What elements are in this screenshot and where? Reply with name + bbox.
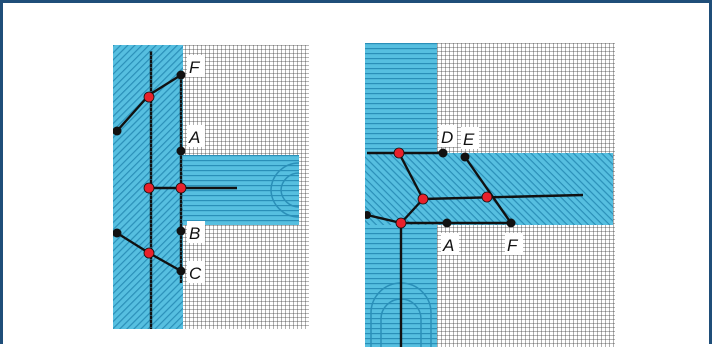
endpoint-f-dot bbox=[176, 70, 186, 80]
junction-middle-right bbox=[175, 182, 187, 194]
junction-middle-left bbox=[143, 182, 155, 194]
region-arm bbox=[183, 155, 299, 225]
label-a: A bbox=[188, 128, 200, 147]
endpoint-e-dot bbox=[460, 152, 470, 162]
junction-top bbox=[393, 147, 405, 159]
region-arm bbox=[365, 153, 613, 225]
endpoint-left-top-dot bbox=[113, 126, 122, 136]
endpoint-f-dot bbox=[506, 218, 516, 228]
junction-lower bbox=[143, 247, 155, 259]
endpoint-a-dot bbox=[442, 218, 452, 228]
label-c: C bbox=[189, 264, 202, 283]
junction-upper bbox=[143, 91, 155, 103]
label-d: D bbox=[441, 128, 453, 147]
label-b: B bbox=[189, 224, 200, 243]
endpoint-d-dot bbox=[438, 148, 448, 158]
left-diagram-canvas: F A B C bbox=[113, 45, 309, 329]
endpoint-b-dot bbox=[176, 226, 186, 236]
junction-middle bbox=[417, 193, 429, 205]
label-a: A bbox=[442, 236, 454, 255]
label-f: F bbox=[189, 58, 201, 77]
region-arcs bbox=[270, 162, 300, 218]
endpoint-c-dot bbox=[176, 266, 186, 276]
label-f: F bbox=[507, 236, 519, 255]
endpoint-left-bottom-dot bbox=[113, 228, 122, 238]
junction-right bbox=[481, 191, 493, 203]
endpoint-a-dot bbox=[176, 146, 186, 156]
right-diagram: D E A F bbox=[365, 43, 615, 347]
left-diagram: F A B C bbox=[113, 45, 309, 329]
routing-tree-dots bbox=[150, 51, 182, 329]
right-diagram-canvas: D E A F bbox=[365, 43, 615, 347]
junction-lower bbox=[395, 217, 407, 229]
endpoint-left-dot bbox=[365, 211, 371, 219]
label-e: E bbox=[463, 130, 475, 149]
routing-tree bbox=[366, 151, 584, 347]
